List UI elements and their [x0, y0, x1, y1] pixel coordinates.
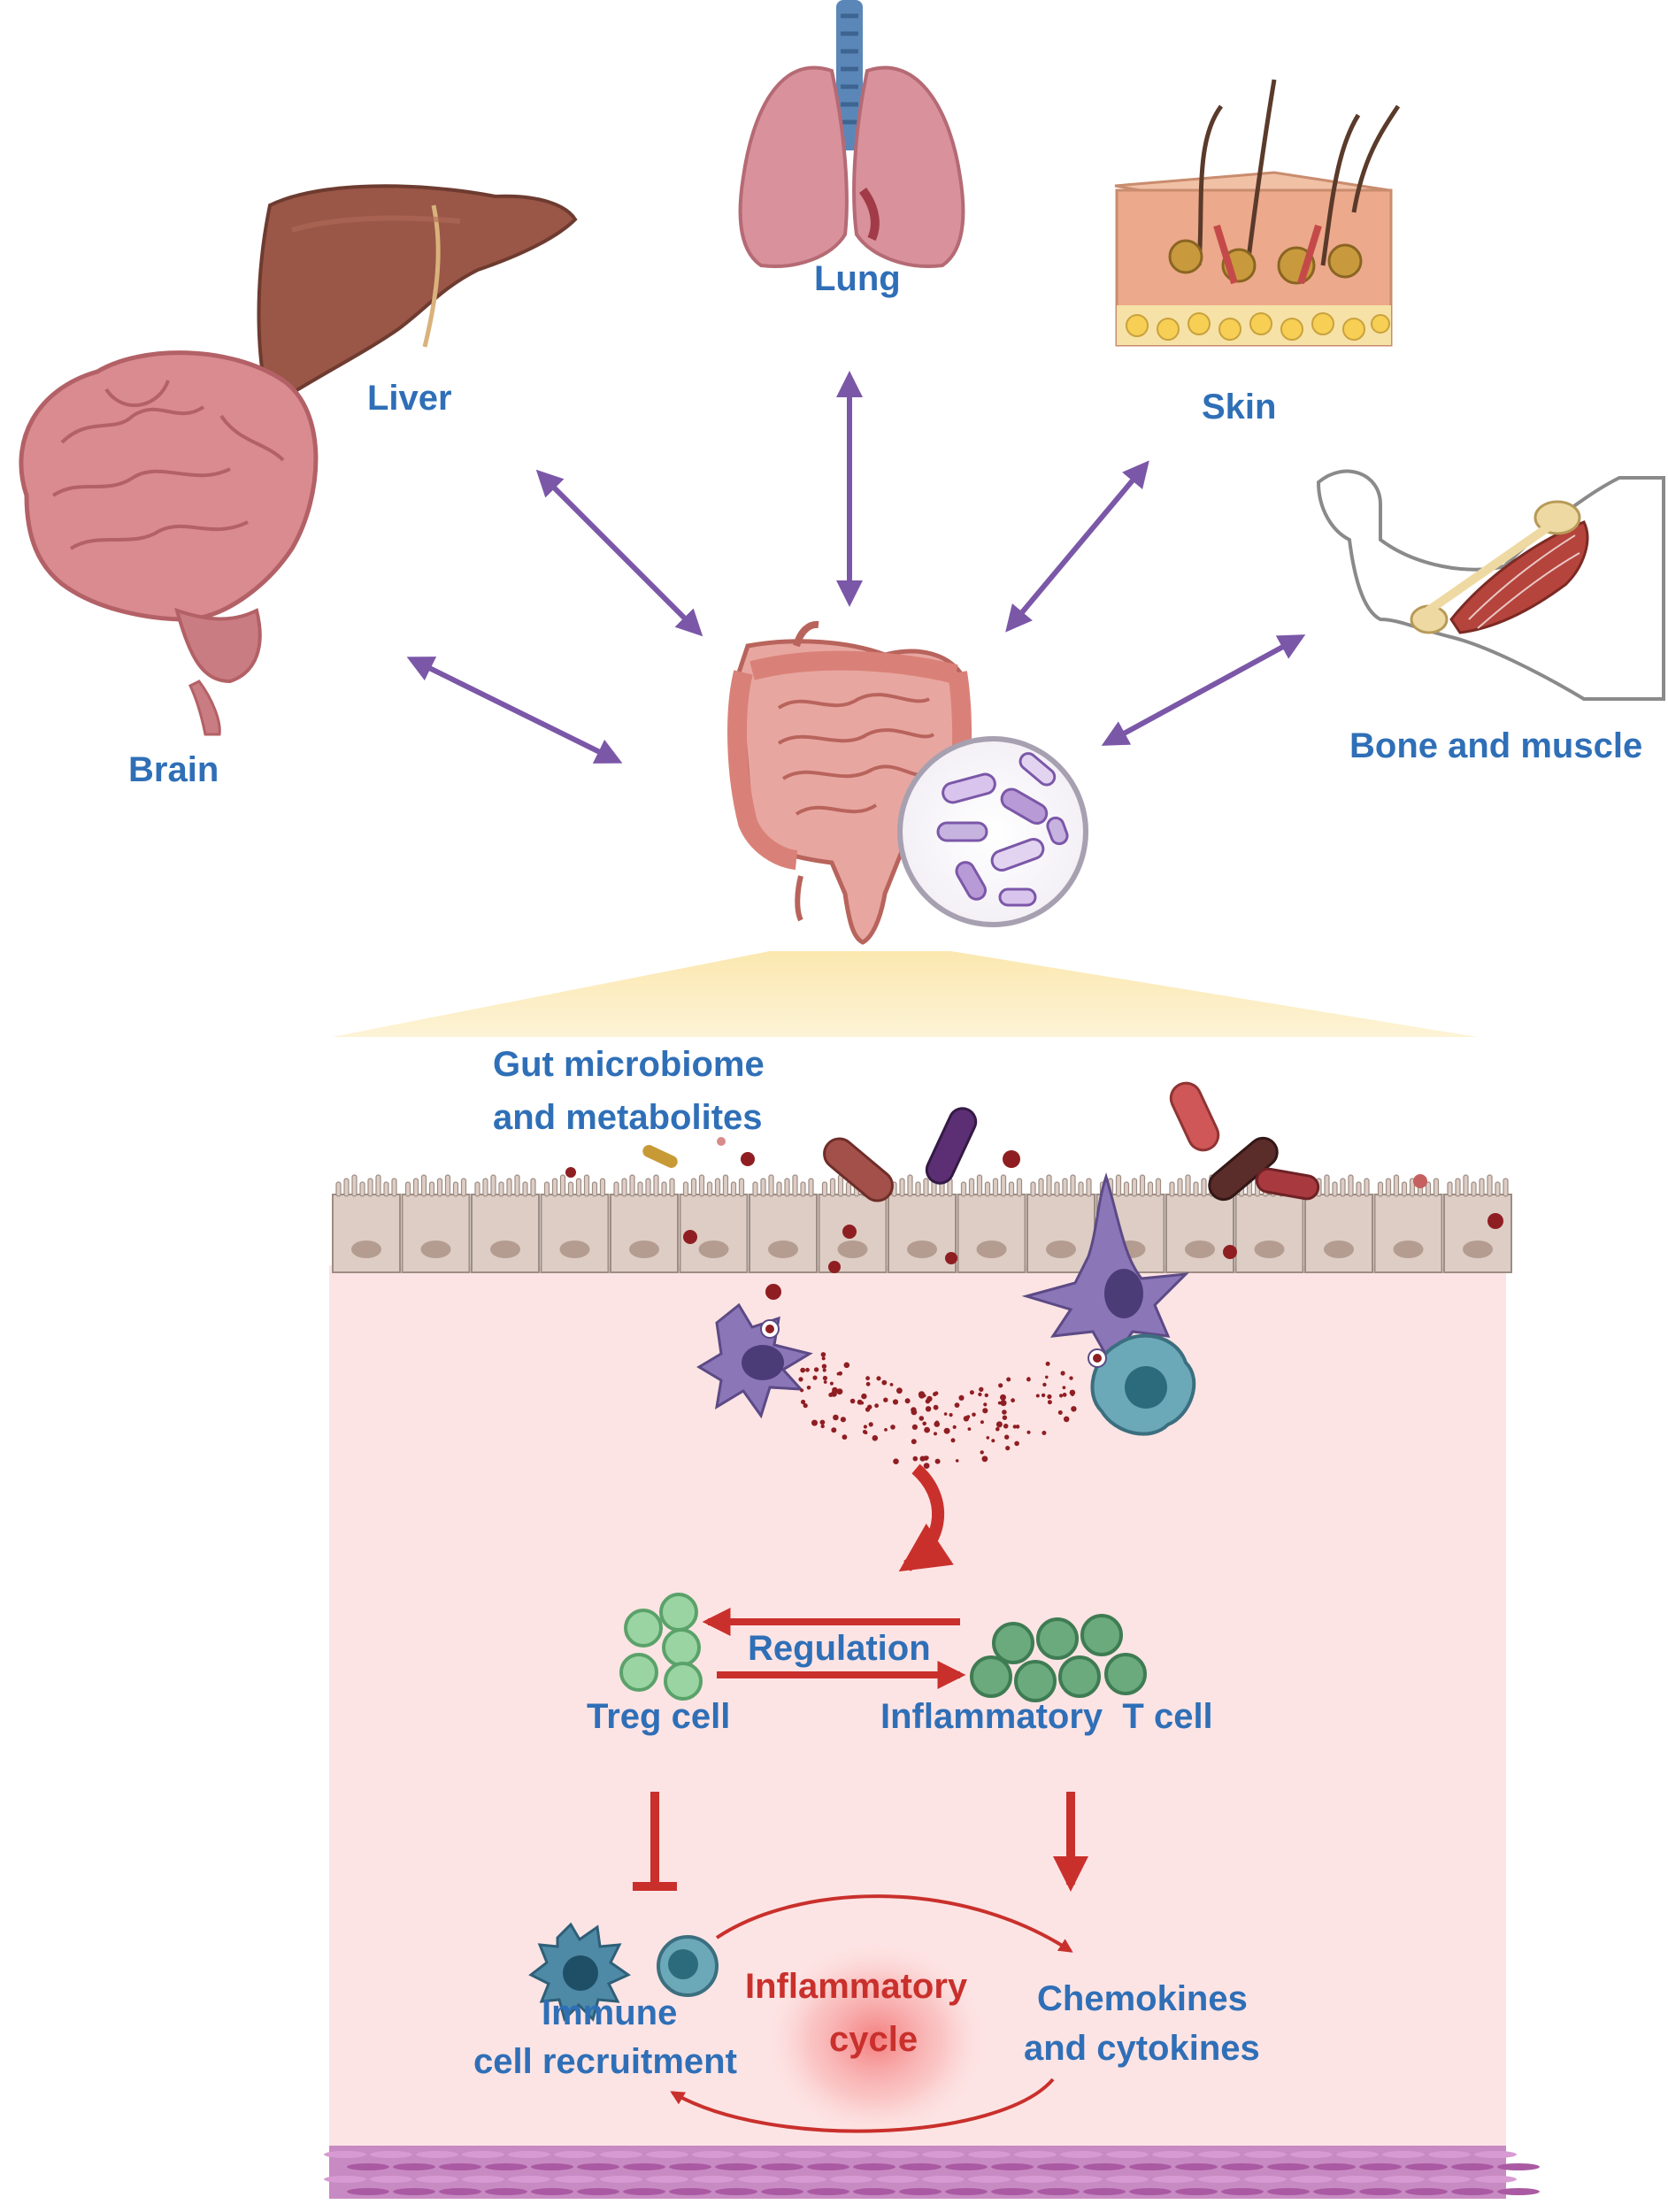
microbiome-label-line1: Gut microbiome — [493, 1045, 765, 1084]
liver-label: Liver — [367, 379, 452, 418]
dendritic-cell-icon — [696, 1302, 813, 1419]
regulation-label: Regulation — [748, 1629, 931, 1668]
chemokines-label-line1: Chemokines — [1037, 1979, 1248, 2018]
bone-muscle-label: Bone and muscle — [1349, 726, 1643, 765]
cycle-label-line1: Inflammatory — [745, 1967, 968, 2006]
epithelium-icon — [332, 1174, 1512, 1273]
brain-icon — [19, 350, 319, 736]
muscle-layer-icon — [324, 2146, 1540, 2199]
immune-label-line2: cell recruitment — [473, 2042, 737, 2081]
cycle-glow — [761, 1938, 991, 2141]
skin-arrow — [1005, 460, 1149, 633]
treg-cluster-icon — [619, 1593, 703, 1701]
macrophage-icon — [1088, 1333, 1196, 1436]
skin-icon — [1114, 79, 1401, 347]
zoom-beam — [332, 951, 1478, 1037]
cytokine-dots — [798, 1352, 1077, 1469]
treg-label: Treg cell — [587, 1697, 731, 1736]
lung-icon — [738, 0, 965, 268]
cycle-label-line2: cycle — [829, 2020, 919, 2059]
chemokines-label-line2: and cytokines — [1024, 2029, 1260, 2068]
bacteria-group — [565, 1081, 1503, 1300]
cycle-arrow-top — [715, 1894, 1073, 1953]
immune-cell-icon — [528, 1922, 632, 2022]
organ-axis-arrows — [406, 371, 1306, 764]
liver-arrow — [535, 469, 703, 637]
macrophage-small-icon — [657, 1935, 719, 1997]
inflammatory-t-label: Inflammatory T cell — [880, 1697, 1213, 1736]
microbe-magnifier-icon — [897, 736, 1088, 927]
brain-arrow — [406, 657, 623, 764]
skin-label: Skin — [1202, 388, 1277, 426]
immune-label-line1: Immune — [542, 1993, 678, 2032]
lung-label: Lung — [814, 259, 901, 298]
t-cell-cluster-icon — [970, 1614, 1147, 1702]
brain-label: Brain — [128, 750, 219, 789]
liver-icon — [257, 184, 578, 411]
arm-muscle-icon — [1316, 469, 1665, 701]
bone-muscle-arrow — [1101, 634, 1306, 746]
inhibition-arrow — [633, 1792, 677, 1891]
cycle-arrow-bottom — [670, 2078, 1055, 2133]
signal-arrow — [898, 1463, 954, 1572]
microbiome-label-line2: and metabolites — [493, 1098, 763, 1137]
